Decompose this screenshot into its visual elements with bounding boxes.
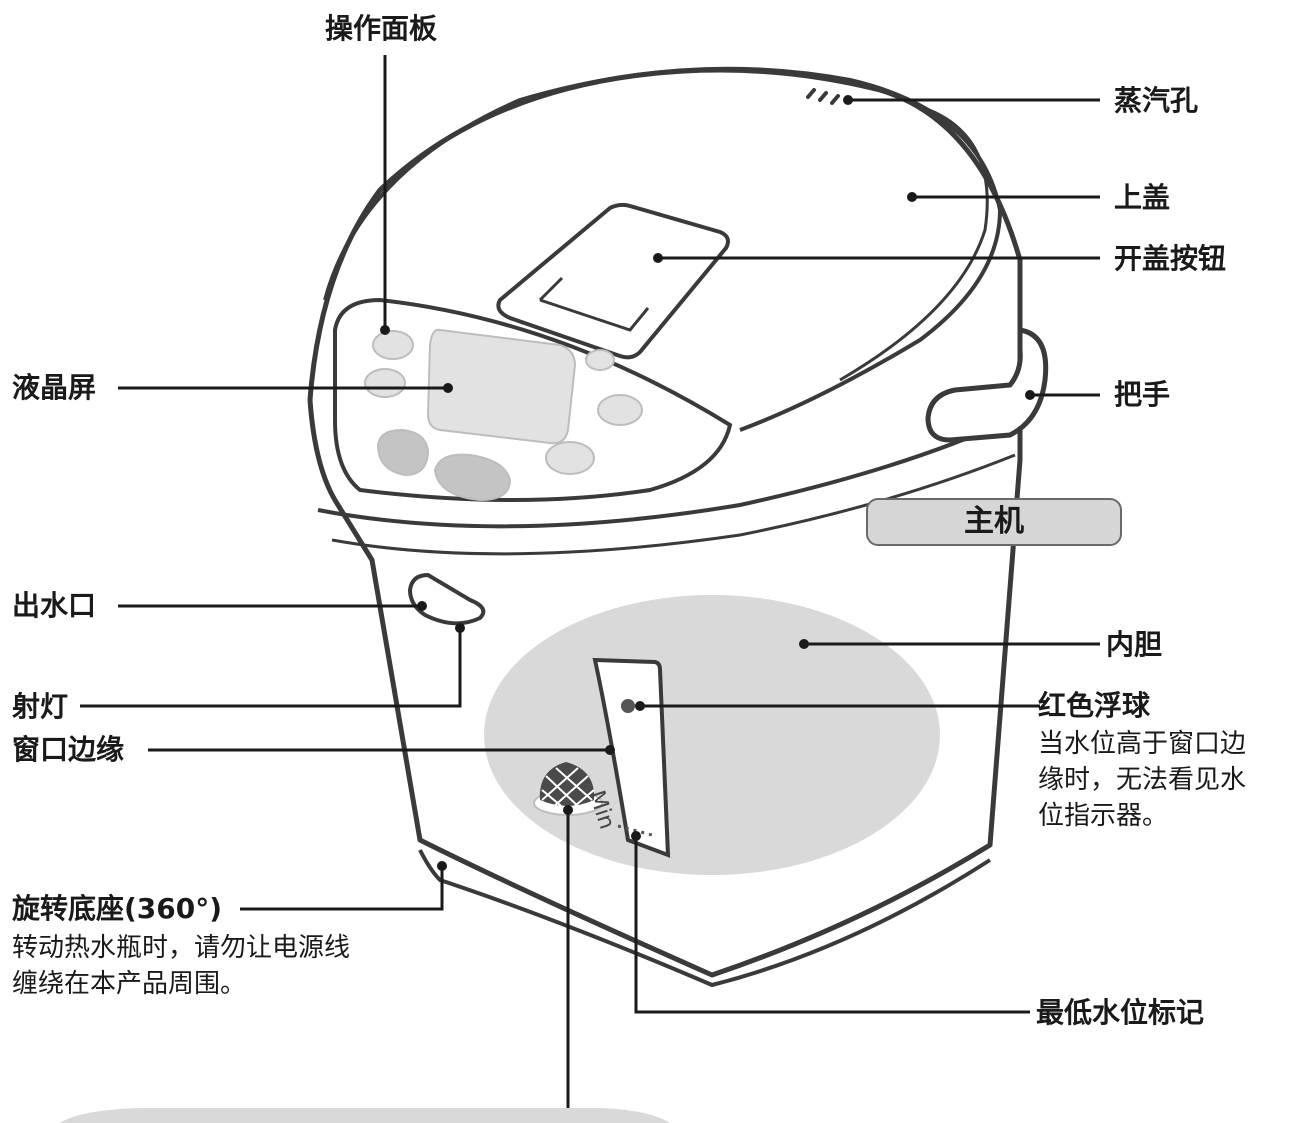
note-red-float-line-2: 缘时，无法看见水 <box>1038 762 1246 798</box>
note-red-float-line-1: 当水位高于窗口边 <box>1038 726 1246 762</box>
label-spotlight: 射灯 <box>12 690 68 724</box>
label-rotating-base: 旋转底座(360°) <box>12 892 222 926</box>
label-steam-vent: 蒸汽孔 <box>1114 84 1198 118</box>
inner-pot-area <box>484 595 940 875</box>
label-main-unit: 主机 <box>866 498 1122 546</box>
label-red-float: 红色浮球 <box>1038 689 1150 723</box>
bottom-base-hint <box>60 1108 670 1123</box>
red-float-ball <box>621 699 635 713</box>
note-rotating-base-line-2: 缠绕在本产品周围。 <box>12 966 350 1002</box>
note-red-float: 当水位高于窗口边 缘时，无法看见水 位指示器。 <box>1038 726 1246 834</box>
label-window-edge: 窗口边缘 <box>12 733 124 767</box>
label-top-lid: 上盖 <box>1114 181 1170 215</box>
label-min-water-mark: 最低水位标记 <box>1036 996 1204 1030</box>
label-lid-open-button: 开盖按钮 <box>1114 242 1226 276</box>
label-handle: 把手 <box>1114 378 1170 412</box>
label-control-panel: 操作面板 <box>325 12 437 46</box>
label-inner-pot: 内胆 <box>1106 628 1162 662</box>
note-rotating-base: 转动热水瓶时，请勿让电源线 缠绕在本产品周围。 <box>12 930 350 1002</box>
note-rotating-base-line-1: 转动热水瓶时，请勿让电源线 <box>12 930 350 966</box>
label-lcd-screen: 液晶屏 <box>12 371 96 405</box>
note-red-float-line-3: 位指示器。 <box>1038 798 1246 834</box>
label-spout: 出水口 <box>12 589 96 623</box>
